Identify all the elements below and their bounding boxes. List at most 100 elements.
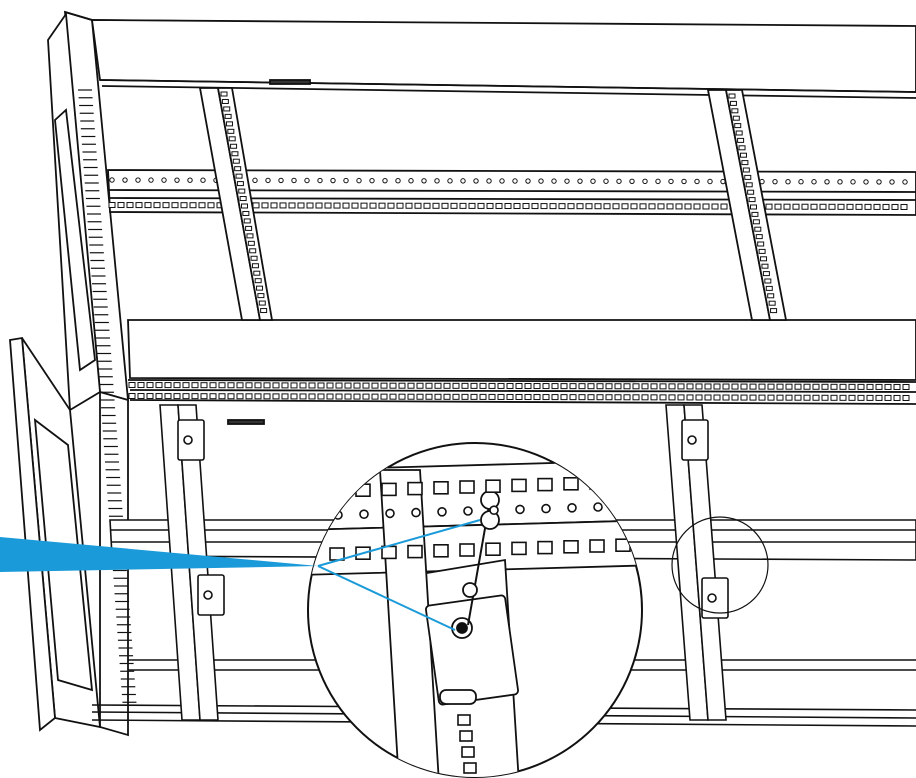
post-slot (250, 255, 258, 261)
rail-slot (128, 393, 136, 399)
zoom-square-hole (381, 482, 397, 497)
rail-slot (875, 383, 883, 390)
rail-slot (423, 202, 431, 209)
zoom-square-hole (329, 484, 345, 498)
rail-slot (317, 393, 325, 400)
post-slot (758, 248, 766, 254)
rail-slot (594, 203, 602, 210)
rail-slot (164, 393, 172, 400)
rail-slot (533, 394, 541, 401)
post-slot (734, 123, 742, 129)
zoom-square-hole (485, 542, 501, 557)
rail-hole (837, 179, 843, 185)
rail-slot (495, 202, 503, 209)
rail-hole (824, 179, 830, 185)
rail-slot (459, 202, 467, 209)
rail-slot (765, 203, 773, 210)
zoom-post-slot (461, 746, 475, 758)
post-slot (258, 300, 266, 306)
rail-slot (900, 203, 908, 210)
rail-slot (362, 393, 370, 400)
rail-slot (648, 203, 656, 210)
rail-slot (848, 394, 856, 401)
zoom-square-hole (433, 543, 449, 558)
post-slot (745, 182, 753, 188)
rail-slot (596, 394, 604, 401)
rail-slot (774, 203, 782, 210)
rail-slot (666, 203, 674, 210)
zoom-square-hole (407, 544, 423, 559)
rail-slot (344, 393, 352, 400)
rail-hole (499, 178, 505, 184)
rail-slot (641, 383, 649, 390)
rail-slot (623, 383, 631, 390)
detail-target-circle (671, 516, 769, 614)
zoom-square-hole (589, 476, 605, 490)
post-slot (760, 256, 768, 262)
rail-hole (343, 177, 349, 184)
rail-slot (371, 382, 379, 389)
rail-slot (218, 393, 226, 400)
rail-slot (126, 202, 134, 209)
rail-slot (479, 382, 487, 389)
rail-slot (522, 203, 530, 210)
zoom-round-hole (359, 509, 369, 520)
rail-slot (857, 394, 865, 401)
rail-slot (245, 382, 253, 389)
rail-slot (713, 383, 721, 390)
rail-slot (794, 383, 802, 390)
rail-slot (540, 203, 548, 210)
rail-slot (434, 393, 442, 400)
zoom-square-hole (485, 479, 501, 494)
rail-slot (873, 203, 881, 210)
rail-slot (137, 382, 145, 389)
zoom-round-hole (411, 507, 421, 518)
zoom-square-hole (511, 541, 527, 556)
post-slot (738, 145, 746, 151)
rail-slot (776, 394, 784, 401)
rail-slot (450, 202, 458, 209)
rail-slot (711, 203, 719, 210)
rail-slot (801, 203, 809, 210)
post-slot (254, 278, 262, 284)
rail-slot (605, 383, 613, 390)
rail-slot (326, 382, 334, 389)
zoom-square-hole (459, 543, 475, 557)
rail-slot (380, 382, 388, 389)
rail-slot (198, 202, 206, 209)
rail-slot (299, 393, 307, 400)
rail-hole (369, 177, 375, 184)
rail-hole (564, 178, 570, 184)
rail-hole (707, 178, 713, 185)
rail-slot (684, 203, 692, 210)
rail-hole (850, 179, 856, 185)
rail-hole (395, 178, 401, 184)
rail-slot (173, 393, 181, 400)
post-slot (735, 130, 743, 136)
post-slot (246, 233, 254, 239)
rail-slot (794, 394, 802, 401)
rail-slot (353, 382, 361, 389)
post-slot (235, 173, 243, 179)
rail-slot (290, 393, 298, 400)
rail-slot (704, 383, 712, 390)
rail-slot (398, 382, 406, 389)
zoom-post-slot (463, 762, 477, 774)
rail-slot (218, 382, 226, 389)
rail-slot (668, 394, 676, 401)
post-slot (728, 93, 736, 99)
rail-slot (623, 394, 631, 401)
rail-slot (254, 393, 262, 400)
zoom-square-hole (407, 481, 423, 496)
rail-slot (396, 202, 404, 209)
rail-slot (144, 202, 152, 209)
rail-slot (758, 383, 766, 390)
rail-slot (722, 383, 730, 390)
rail-slot (279, 202, 287, 209)
zoom-round-hole (619, 501, 629, 512)
rail-slot (236, 382, 244, 389)
rail-slot (306, 202, 314, 209)
rail-slot (686, 383, 694, 390)
post-slot (225, 121, 233, 127)
rail-slot (560, 383, 568, 390)
